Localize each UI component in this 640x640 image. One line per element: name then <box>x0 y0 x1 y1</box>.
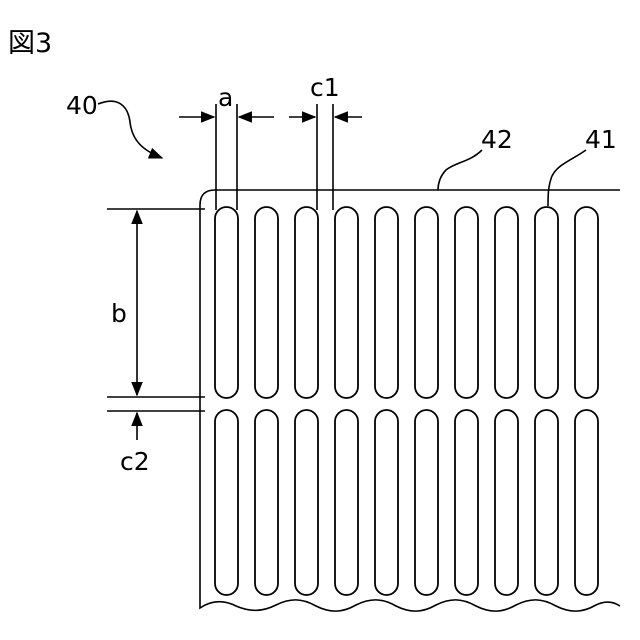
slot <box>455 410 478 595</box>
slot <box>335 410 358 595</box>
slot <box>255 410 278 595</box>
slot <box>415 207 438 398</box>
slot <box>375 207 398 398</box>
slot <box>375 410 398 595</box>
slot <box>575 410 598 595</box>
slot <box>455 207 478 398</box>
slot-gap-label: c1 <box>310 73 340 102</box>
slot <box>415 410 438 595</box>
slot <box>495 207 518 398</box>
slot <box>295 410 318 595</box>
slot-grid <box>215 207 598 595</box>
slot <box>335 207 358 398</box>
slot-reference-label: 41 <box>585 125 617 154</box>
slot <box>295 207 318 398</box>
slot <box>495 410 518 595</box>
dimension-b: b <box>107 209 205 411</box>
slot-leader-line <box>548 150 586 206</box>
frame-reference-label: 42 <box>481 125 513 154</box>
sheet-outline <box>200 190 620 611</box>
row-gap-label: c2 <box>120 447 150 476</box>
sheet-leader-arrow <box>98 101 162 158</box>
slot <box>535 207 558 398</box>
dimension-a: a <box>179 83 274 210</box>
slot <box>215 410 238 595</box>
slot <box>575 207 598 398</box>
sheet-reference-label: 40 <box>66 91 98 120</box>
slot-length-label: b <box>111 299 127 328</box>
figure-title: 図3 <box>8 28 52 59</box>
dimension-c2: c2 <box>120 413 150 476</box>
slot <box>535 410 558 595</box>
slot-width-label: a <box>218 83 233 112</box>
slot <box>255 207 278 398</box>
frame-leader-line <box>438 150 482 190</box>
slot <box>215 207 238 398</box>
